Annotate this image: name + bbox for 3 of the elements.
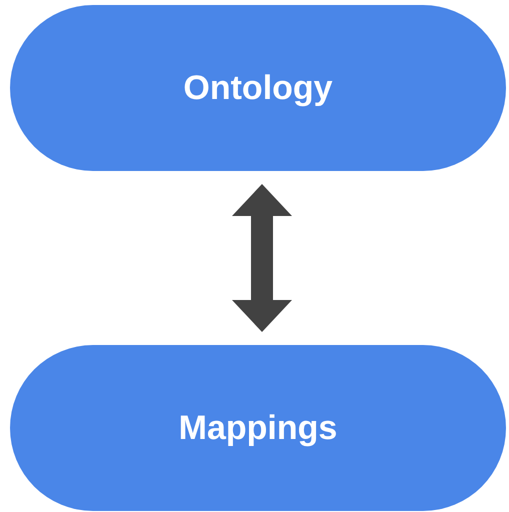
- node-label: Ontology: [183, 68, 333, 108]
- double-arrow: [232, 184, 292, 332]
- node-label: Mappings: [178, 408, 338, 448]
